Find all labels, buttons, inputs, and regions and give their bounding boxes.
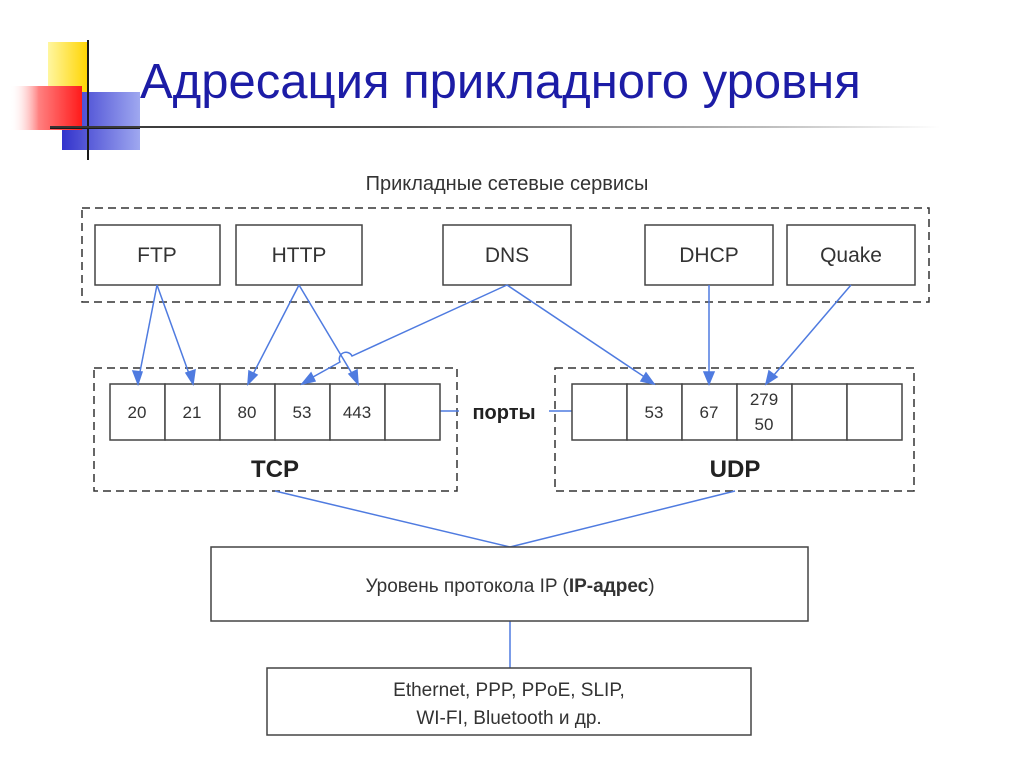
link-layer-line1: Ethernet, PPP, PPoE, SLIP, — [393, 680, 625, 701]
arrow-ftp-20 — [137, 284, 158, 383]
tcp-port-443: 443 — [343, 403, 371, 422]
service-quake: Quake — [786, 224, 916, 286]
tcp-ports: 20 21 80 53 443 — [109, 383, 441, 441]
service-dhcp-label: DHCP — [679, 244, 739, 267]
link-layer-box: Ethernet, PPP, PPoE, SLIP, WI-FI, Blueto… — [266, 667, 752, 736]
arrowhead-dhcp-67 — [702, 371, 716, 386]
arrowhead-http-443 — [347, 368, 359, 387]
ip-layer-text-bold: IP-адрес — [569, 576, 649, 597]
arrowhead-dns-udp53 — [639, 371, 656, 386]
arrowhead-ftp-21 — [184, 368, 196, 387]
line-tcp-ip — [274, 490, 511, 548]
udp-port-cell — [846, 383, 903, 441]
arrow-http-80 — [248, 284, 300, 383]
udp-port-cell — [791, 383, 848, 441]
arrow-ftp-21 — [156, 284, 193, 383]
services-caption: Прикладные сетевые сервисы — [366, 173, 649, 195]
service-ftp: FTP — [94, 224, 221, 286]
arrow-quake-27950 — [767, 284, 852, 383]
arrow-dns-udp53 — [506, 284, 653, 383]
service-http-label: HTTP — [272, 244, 327, 267]
arrow-dns-tcp53 — [303, 284, 508, 383]
ip-layer-text-after: ) — [648, 576, 654, 597]
arrowhead-http-80 — [247, 369, 259, 386]
service-to-port-arrows — [131, 284, 852, 668]
title-underline — [50, 126, 940, 128]
udp-port-cell — [571, 383, 628, 441]
service-http: HTTP — [235, 224, 363, 286]
service-quake-label: Quake — [820, 244, 882, 267]
udp-group — [554, 367, 915, 492]
udp-port-2750: 50 — [755, 415, 774, 434]
line-udp-ip — [509, 490, 736, 548]
service-dhcp: DHCP — [644, 224, 774, 286]
service-ftp-label: FTP — [137, 244, 177, 267]
tcp-port-21: 21 — [183, 403, 202, 422]
udp-ports: 53 67 279 50 — [571, 383, 903, 441]
services-group — [81, 207, 930, 303]
arrowhead-dns-tcp53 — [300, 371, 317, 386]
udp-port-53: 53 — [645, 403, 664, 422]
ip-layer-text-before: Уровень протокола IP ( — [365, 576, 569, 597]
udp-port-cell — [736, 383, 793, 441]
ports-label: порты — [472, 402, 535, 424]
slide-corner-decoration — [10, 40, 140, 160]
tcp-label: TCP — [251, 456, 299, 483]
tcp-port-cell — [274, 383, 331, 441]
udp-label: UDP — [710, 456, 761, 483]
arrowhead-quake-27950 — [764, 369, 779, 386]
link-layer-line2: WI-FI, Bluetooth и др. — [416, 708, 601, 729]
tcp-port-80: 80 — [238, 403, 257, 422]
tcp-port-cell — [164, 383, 221, 441]
arrowhead-ftp-20 — [131, 370, 144, 387]
arrow-http-443 — [298, 284, 358, 383]
service-dns: DNS — [442, 224, 572, 286]
udp-port-cell — [626, 383, 683, 441]
ports-label-bg — [459, 398, 549, 424]
tcp-port-20: 20 — [128, 403, 147, 422]
slide-title: Адресация прикладного уровня — [140, 55, 861, 109]
udp-port-cell — [681, 383, 738, 441]
tcp-port-53: 53 — [293, 403, 312, 422]
ip-layer-box: Уровень протокола IP (IP-адрес) — [210, 546, 809, 622]
tcp-port-cell — [384, 383, 441, 441]
tcp-port-cell — [219, 383, 276, 441]
udp-port-279: 279 — [750, 390, 778, 409]
service-dns-label: DNS — [485, 244, 529, 267]
ip-layer-text: Уровень протокола IP (IP-адрес) — [365, 576, 654, 597]
udp-port-67: 67 — [700, 403, 719, 422]
